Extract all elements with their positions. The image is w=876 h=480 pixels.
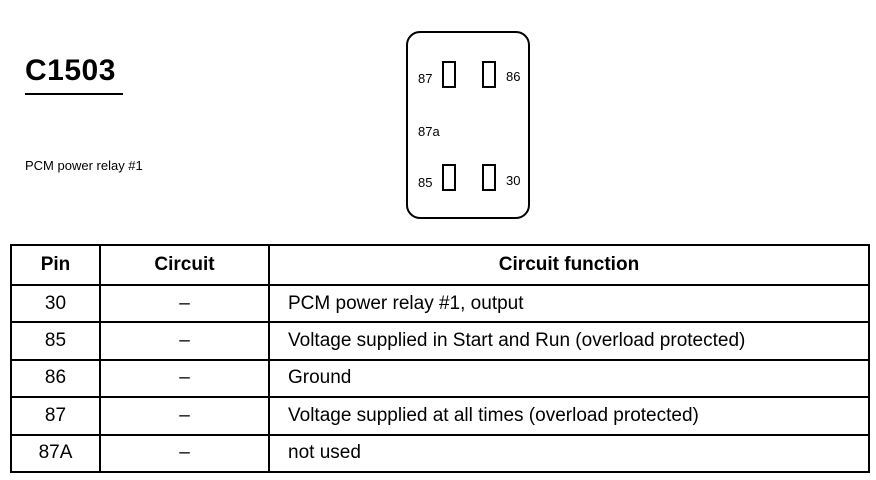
- cell-circuit: –: [99, 396, 270, 436]
- table-row: 86 – Ground: [10, 358, 870, 399]
- table-row: 85 – Voltage supplied in Start and Run (…: [10, 321, 870, 361]
- terminal-87: [442, 61, 456, 88]
- table-row: 87A – not used: [10, 433, 870, 474]
- cell-pin: 87A: [10, 433, 101, 474]
- relay-diagram: [406, 31, 530, 219]
- terminal-86: [482, 61, 496, 88]
- cell-function: PCM power relay #1, output: [268, 283, 870, 324]
- cell-function: not used: [268, 433, 870, 474]
- terminal-label-30: 30: [506, 173, 521, 188]
- cell-pin: 87: [10, 396, 101, 436]
- table-row: 87 – Voltage supplied at all times (over…: [10, 396, 870, 436]
- cell-function: Voltage supplied at all times (overload …: [268, 396, 870, 436]
- terminal-label-85: 85: [418, 175, 433, 190]
- pin-table: Pin Circuit Circuit function 30 – PCM po…: [10, 244, 870, 474]
- cell-circuit: –: [99, 321, 270, 361]
- connector-description: PCM power relay #1: [25, 158, 143, 173]
- cell-pin: 86: [10, 358, 101, 399]
- cell-pin: 30: [10, 283, 101, 324]
- cell-pin: 85: [10, 321, 101, 361]
- table-row: 30 – PCM power relay #1, output: [10, 283, 870, 324]
- header-circuit: Circuit: [99, 244, 270, 286]
- connector-id: C1503: [25, 54, 116, 87]
- header-pin: Pin: [10, 244, 101, 286]
- cell-circuit: –: [99, 358, 270, 399]
- terminal-label-86: 86: [506, 69, 521, 84]
- terminal-label-87: 87: [418, 71, 433, 86]
- cell-circuit: –: [99, 433, 270, 474]
- terminal-30: [482, 164, 496, 191]
- connector-id-underline: [25, 93, 123, 95]
- cell-circuit: –: [99, 283, 270, 324]
- cell-function: Ground: [268, 358, 870, 399]
- table-header-row: Pin Circuit Circuit function: [10, 244, 870, 286]
- terminal-85: [442, 164, 456, 191]
- terminal-label-87a: 87a: [418, 124, 440, 139]
- cell-function: Voltage supplied in Start and Run (overl…: [268, 321, 870, 361]
- header-circuit-function: Circuit function: [268, 244, 870, 286]
